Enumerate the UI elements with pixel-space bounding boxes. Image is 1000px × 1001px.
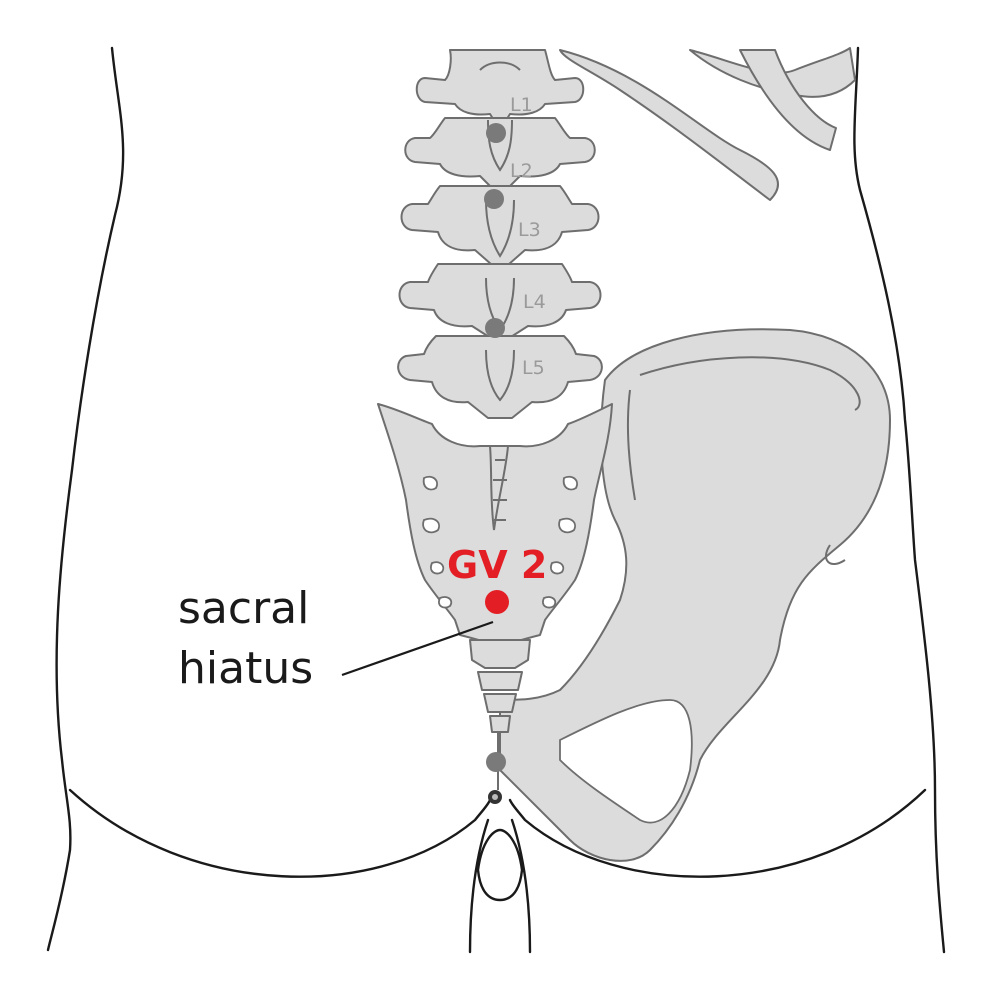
sacral-hiatus-annotation: sacral hiatus <box>178 583 494 694</box>
vertebra-label-l1: L1 <box>510 94 533 116</box>
vertebra-label-l2: L2 <box>510 160 533 182</box>
right-buttock-outline <box>508 788 927 878</box>
reference-point-l4 <box>485 318 505 338</box>
annotation-line-1: sacral <box>178 583 309 634</box>
gluteal-cleft <box>468 818 532 954</box>
acupoint-marker <box>485 590 509 614</box>
body-outline <box>46 46 946 954</box>
sacrum <box>377 403 613 649</box>
coccyx <box>469 639 531 804</box>
lower-rib <box>559 47 856 201</box>
vertebra-l3 <box>400 185 600 273</box>
ilium <box>499 328 891 862</box>
vertebra-l5 <box>397 335 603 419</box>
acupoint-label: GV 2 <box>447 543 547 587</box>
right-flank-outline <box>853 46 946 954</box>
obturator-foramen <box>559 699 693 824</box>
left-buttock-outline <box>68 788 492 878</box>
vertebra-label-l5: L5 <box>522 357 545 379</box>
lumbar-spine: L1 L2 L3 L4 L5 <box>397 49 603 419</box>
acupoint-gv2: GV 2 <box>447 543 547 614</box>
vertebra-label-l4: L4 <box>523 291 546 313</box>
reference-point-l2 <box>484 189 504 209</box>
reference-point-coccyx <box>486 752 506 772</box>
vertebra-label-l3: L3 <box>518 219 541 241</box>
reference-point-l1 <box>486 123 506 143</box>
leader-line <box>341 620 494 677</box>
left-flank-outline <box>46 46 125 952</box>
annotation-line-2: hiatus <box>178 643 313 694</box>
